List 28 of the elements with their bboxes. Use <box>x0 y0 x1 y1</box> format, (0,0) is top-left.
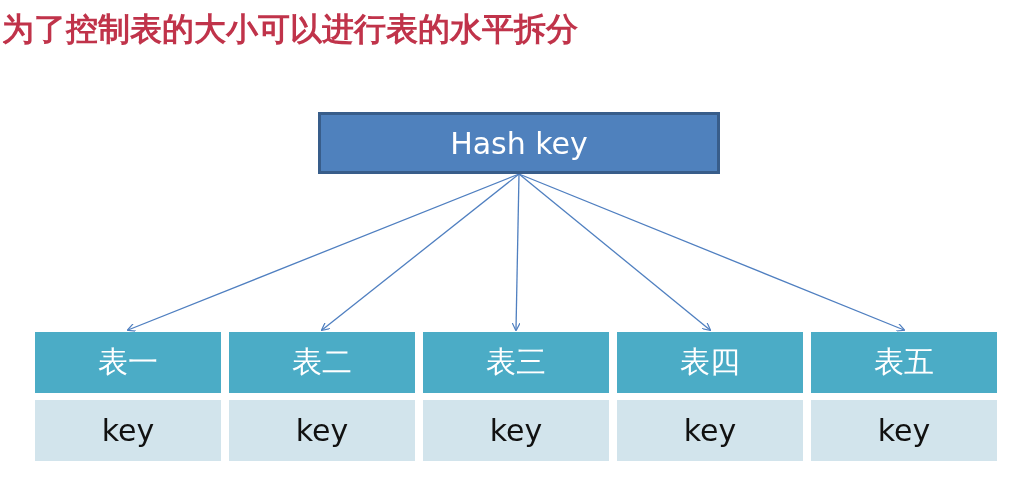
node-label: 表四 <box>680 343 740 381</box>
node-label: key <box>489 413 543 448</box>
node-label: 表五 <box>874 343 934 381</box>
table-header <box>811 332 997 393</box>
arrow <box>511 173 521 332</box>
table-cell <box>811 400 997 461</box>
node-label: key <box>295 413 349 448</box>
node-label: 表二 <box>292 343 352 381</box>
arrow <box>518 173 712 332</box>
table-header <box>35 332 221 393</box>
table-cell <box>229 400 415 461</box>
node-label: key <box>877 413 931 448</box>
node-label: Hash key <box>450 125 588 161</box>
node-label: key <box>683 413 737 448</box>
node-label: 表一 <box>98 343 158 381</box>
node-label: 表三 <box>486 343 546 381</box>
table-header <box>229 332 415 393</box>
hash-key-box <box>318 112 720 174</box>
table-cell <box>423 400 609 461</box>
table-header <box>423 332 609 393</box>
arrow <box>320 173 520 332</box>
table-cell <box>35 400 221 461</box>
arrow <box>518 173 906 332</box>
table-header <box>617 332 803 393</box>
title: 为了控制表的大小可以进行表的水平拆分 <box>2 9 578 50</box>
table-cell <box>617 400 803 461</box>
node-label: key <box>101 413 155 448</box>
arrow <box>126 173 520 332</box>
